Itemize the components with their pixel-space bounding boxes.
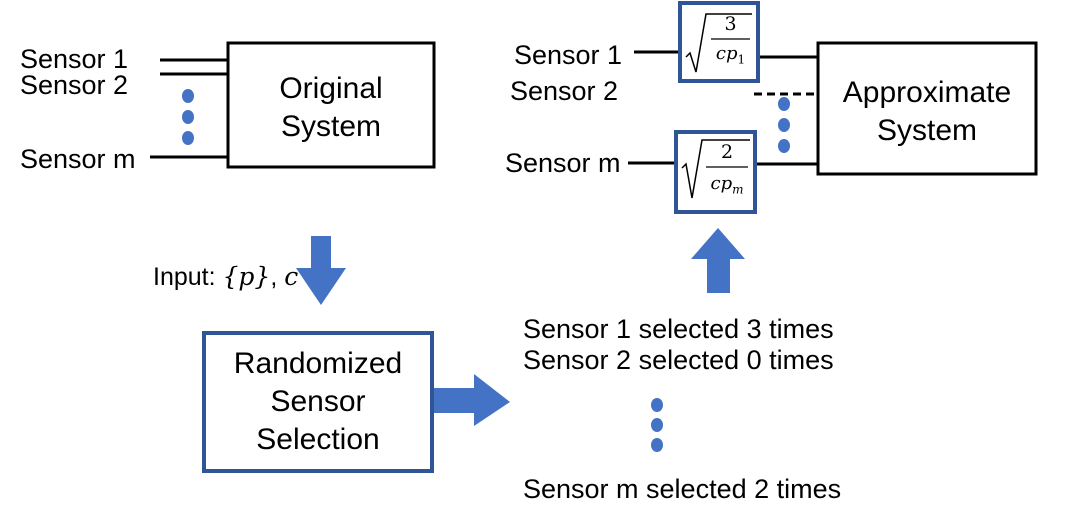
weight-top-denominator: cp1 <box>709 42 752 71</box>
approximate-system-line1: Approximate <box>842 76 1012 109</box>
selection-box-line1: Randomized <box>233 347 403 380</box>
right-arrow-icon <box>434 374 510 426</box>
selection-result-sensor-2: Sensor 2 selected 0 times <box>523 345 834 375</box>
original-ellipsis-dots-icon <box>182 89 194 145</box>
input-set-p: {p} <box>222 262 271 291</box>
weight-box-bottom <box>674 130 757 214</box>
selection-result-sensor-m: Sensor m selected 2 times <box>523 474 842 504</box>
input-prefix: Input: <box>153 263 223 291</box>
weight-top-numerator: 3 <box>724 13 737 35</box>
selection-result-sensor-1: Sensor 1 selected 3 times <box>523 314 834 344</box>
weight-bottom-numerator: 2 <box>720 141 734 163</box>
selection-box-line3: Selection <box>256 423 380 456</box>
approximate-system-line2: System <box>876 114 978 147</box>
weight-bottom-denom-var: cp <box>710 173 733 194</box>
sqrt-icon <box>681 139 750 199</box>
original-system-box <box>226 41 436 169</box>
down-arrow-icon <box>296 236 346 305</box>
weight-top-denom-var: cp <box>715 43 738 64</box>
input-label: Input: {p}, c <box>153 262 298 292</box>
up-arrow-icon <box>691 228 745 293</box>
approx-sensor-1-label: Sensor 1 <box>514 40 623 70</box>
original-system-title: Original System <box>230 70 432 146</box>
sqrt-icon <box>685 13 752 73</box>
selection-box-title: Randomized Sensor Selection <box>206 345 430 459</box>
approx-sensor-2-label: Sensor 2 <box>510 76 619 106</box>
weight-top-denom-sub: 1 <box>737 52 746 67</box>
approx-sensor-m-label: Sensor m <box>505 148 621 178</box>
original-sensor-2-label: Sensor 2 <box>20 70 129 100</box>
selection-box <box>202 331 434 473</box>
selection-ellipsis-dots-icon <box>651 398 663 452</box>
original-system-line2: System <box>280 110 382 143</box>
weight-bottom-denom-sub: m <box>732 182 744 197</box>
original-sensor-1-label: Sensor 1 <box>20 44 129 74</box>
approximate-system-title: Approximate System <box>820 74 1034 150</box>
approx-ellipsis-dots-icon <box>778 97 790 153</box>
approximate-system-box <box>816 41 1038 176</box>
original-sensor-m-label: Sensor m <box>20 144 136 174</box>
weight-bottom-denominator: cpm <box>703 172 751 201</box>
input-c: c <box>284 262 299 291</box>
weight-box-top <box>678 1 760 83</box>
selection-box-line2: Sensor <box>270 385 366 418</box>
input-separator: , <box>270 263 285 291</box>
original-system-line1: Original <box>279 72 383 105</box>
